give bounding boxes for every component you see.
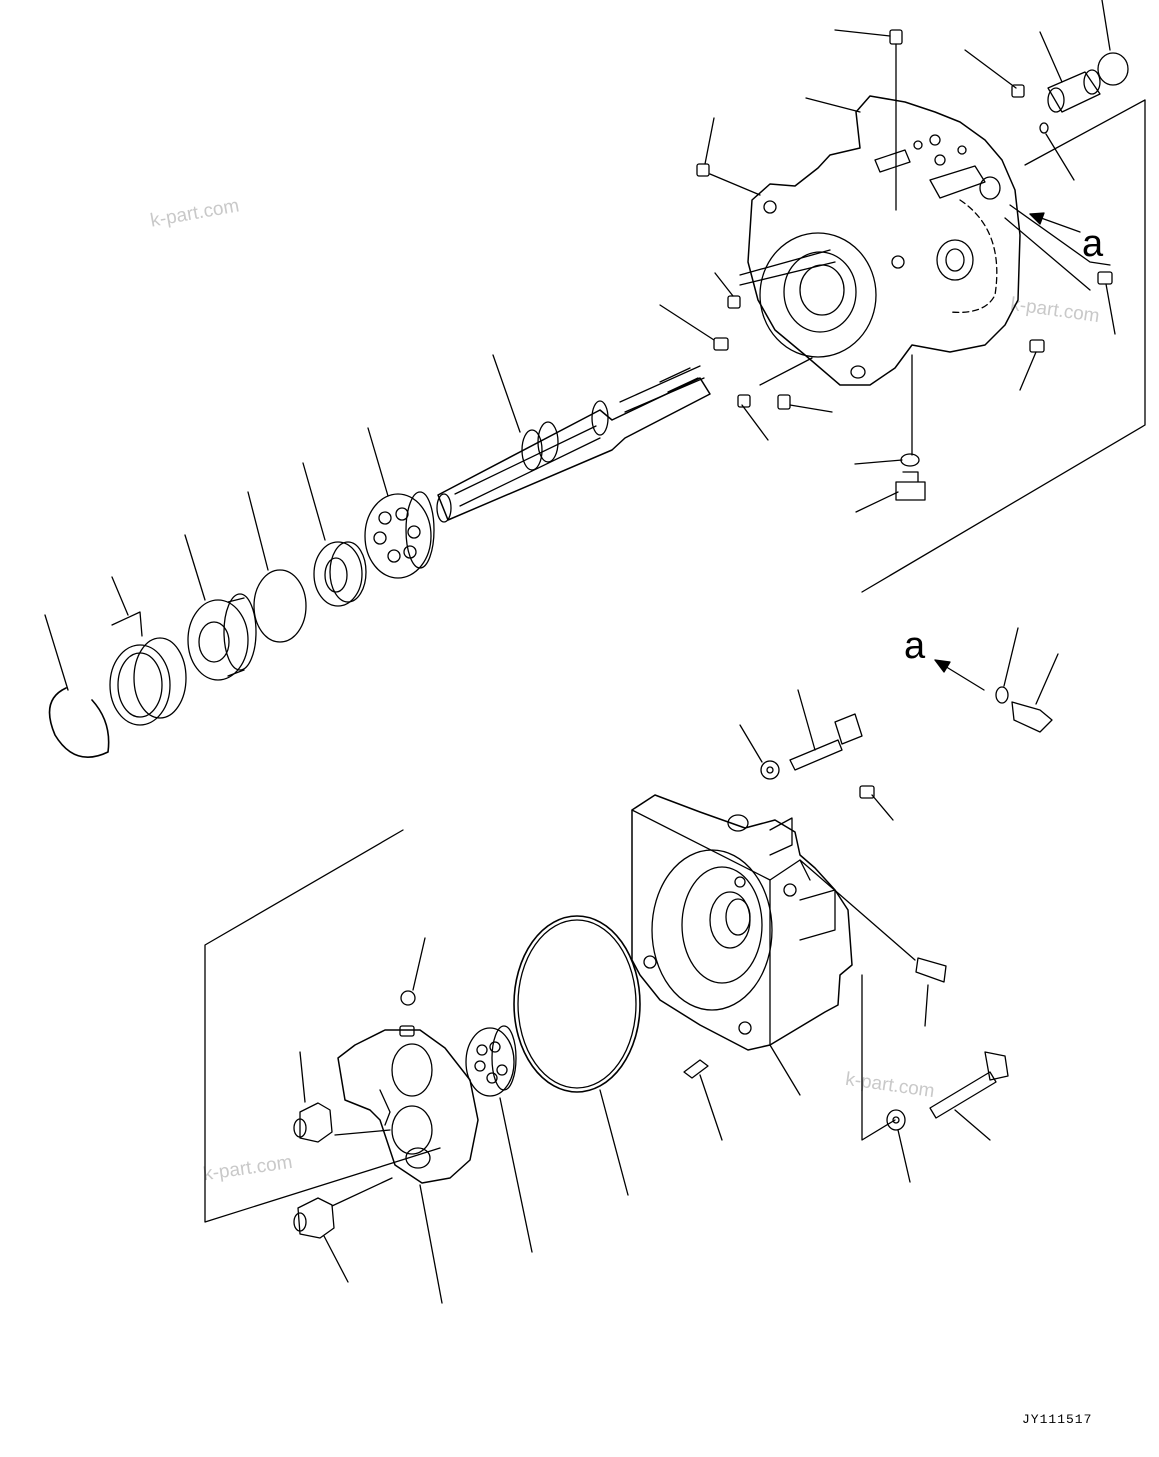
large-o-ring-inner — [517, 919, 637, 1089]
callout-a-upper: a — [1082, 223, 1104, 265]
ball-bearing — [364, 491, 435, 579]
lower-bearing — [465, 1025, 517, 1097]
upper-pump-housing — [747, 95, 1021, 386]
large-o-ring — [513, 915, 641, 1093]
upper-assembly-boundary — [861, 99, 1146, 593]
end-cover-block — [337, 1025, 479, 1184]
snap-ring — [48, 687, 110, 759]
view-arrow-lower — [934, 659, 985, 691]
spacer-ring — [313, 541, 367, 607]
lower-bolts — [760, 686, 1053, 1131]
lower-pump-housing — [631, 794, 853, 1051]
lower-plugs — [293, 990, 709, 1239]
drawing-code: JY111517 — [1022, 1412, 1093, 1427]
lower-leader-lines — [299, 627, 1059, 1304]
oil-seal — [187, 593, 257, 681]
shim-rings — [109, 611, 187, 726]
thin-disk — [253, 569, 307, 643]
upper-leader-lines — [44, 0, 1116, 691]
view-arrow-upper — [1029, 212, 1081, 233]
upper-small-parts — [696, 29, 1129, 501]
drive-shaft — [436, 365, 711, 523]
lower-assembly-boundary — [204, 829, 896, 1223]
callout-a-lower: a — [904, 625, 926, 667]
